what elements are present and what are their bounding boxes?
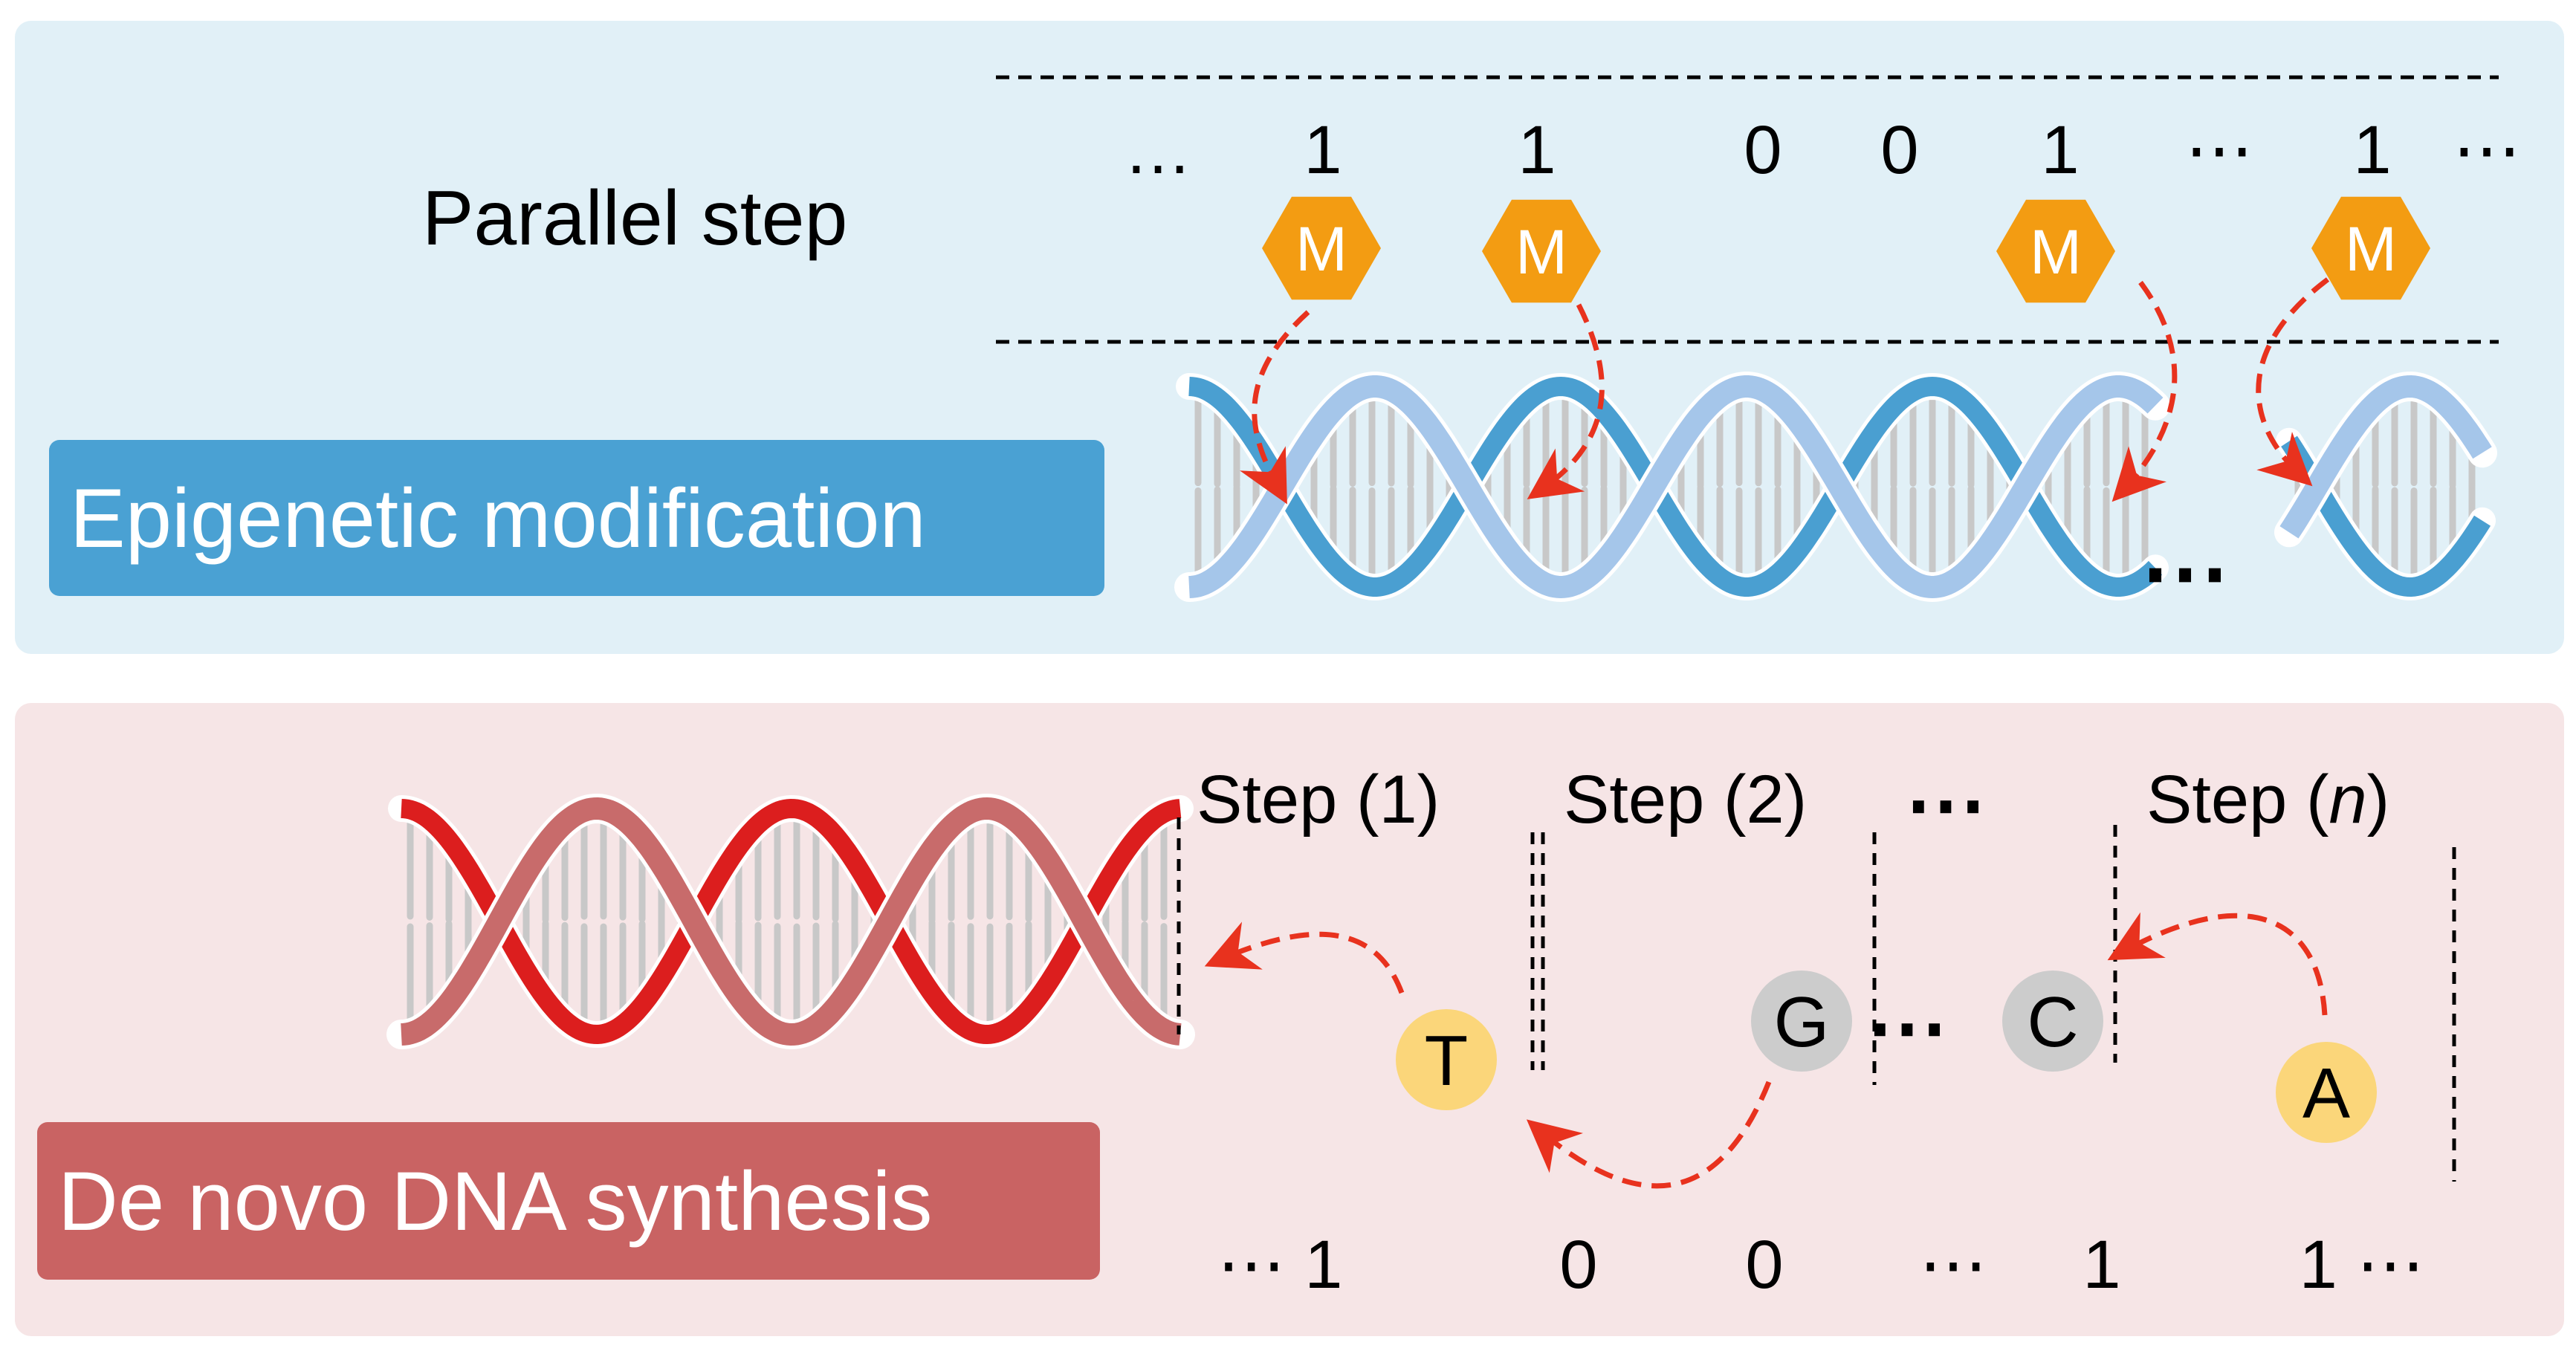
dna-helix-icon bbox=[386, 793, 1195, 1050]
nucleotide-circle-icon: G bbox=[1751, 971, 1852, 1072]
curved-arrow-icon bbox=[1527, 303, 1605, 499]
top-bit: 1 bbox=[1518, 112, 1556, 188]
curved-arrows bbox=[1204, 277, 2330, 1189]
nucleotide-circle-icon: T bbox=[1396, 1009, 1497, 1110]
helix-strand bbox=[1188, 375, 2164, 599]
methyl-hexagon-icon: M bbox=[1262, 196, 1381, 300]
helix-continuation-ellipsis: ⋯ bbox=[2140, 522, 2230, 622]
bottom-bit: 1 ⋯ bbox=[2299, 1227, 2425, 1303]
methyl-hexagon-shape bbox=[2311, 196, 2430, 300]
methyl-hexagon-icon: M bbox=[1996, 199, 2115, 303]
top-bit: ⋯ bbox=[2185, 112, 2253, 188]
step-n-prefix: Step ( bbox=[2146, 762, 2329, 838]
step-n-variable: n bbox=[2329, 762, 2367, 838]
top-bit: 1 bbox=[1304, 112, 1342, 188]
top-bit: … bbox=[1124, 112, 1192, 188]
nucleotide-letter: G bbox=[1774, 982, 1830, 1062]
step-1-label: Step (1) bbox=[1197, 762, 1440, 838]
methyl-hexagon-shape bbox=[1996, 199, 2115, 303]
methyl-letter: M bbox=[1295, 214, 1347, 284]
helix-strand bbox=[401, 798, 1182, 1045]
step-n-suffix: ) bbox=[2366, 762, 2390, 838]
bottom-bit: ⋯ 1 bbox=[1217, 1227, 1343, 1303]
bottom-bit: 0 bbox=[1745, 1227, 1784, 1303]
nucleotide-circle-icon: A bbox=[2276, 1042, 2377, 1143]
nucleotide-letter: C bbox=[2027, 982, 2078, 1062]
helix-strand bbox=[401, 797, 1182, 1046]
methyl-hexagon-shape bbox=[1262, 196, 1381, 300]
methyl-hexagon-icon: M bbox=[1482, 199, 1601, 303]
methyl-hexagon-icon: M bbox=[2311, 196, 2430, 300]
methyl-hexagon-shape bbox=[1482, 199, 1601, 303]
top-bit: 1 bbox=[2353, 112, 2392, 188]
nucleotide-circle bbox=[1396, 1009, 1497, 1110]
curved-arrow-icon bbox=[1204, 921, 1405, 994]
nucleotide-letter: T bbox=[1425, 1021, 1469, 1101]
nucleotide-letter: A bbox=[2302, 1054, 2350, 1133]
denovo-synthesis-label: De novo DNA synthesis bbox=[37, 1122, 1100, 1280]
top-bit: 0 bbox=[1880, 112, 1919, 188]
methyl-letter: M bbox=[1515, 217, 1567, 287]
curved-arrow-icon bbox=[2256, 277, 2330, 487]
epigenetic-modification-label: Epigenetic modification bbox=[49, 440, 1104, 596]
nucleotide-ellipsis: ⋯ bbox=[1866, 982, 1948, 1073]
bottom-bit: 1 bbox=[2083, 1227, 2121, 1303]
dna-helix-icon bbox=[1174, 371, 2497, 603]
parallel-step-dashed-lines bbox=[996, 75, 2499, 344]
methyl-letter: M bbox=[2345, 214, 2397, 284]
nucleotide-circle-icon: C bbox=[2002, 971, 2103, 1072]
top-bit: 1 bbox=[2041, 112, 2080, 188]
curved-arrow-icon bbox=[2111, 280, 2178, 502]
methyl-letter: M bbox=[2030, 217, 2082, 287]
steps-ellipsis: ⋯ bbox=[1905, 759, 1987, 850]
curved-arrow-icon bbox=[1240, 310, 1310, 505]
step-n-label: Step (n) bbox=[2146, 765, 2389, 834]
nucleotide-circle bbox=[2276, 1042, 2377, 1143]
helix-strand bbox=[1188, 376, 2163, 597]
helix-strand-outline bbox=[388, 794, 1194, 1049]
curved-arrow-icon bbox=[2107, 912, 2328, 1016]
step-dividers bbox=[1177, 817, 2456, 1182]
denovo-synthesis-text: De novo DNA synthesis bbox=[58, 1154, 933, 1248]
top-bit: ⋯ bbox=[2453, 112, 2521, 188]
step-2-label: Step (2) bbox=[1564, 762, 1808, 838]
top-bit: 0 bbox=[1744, 112, 1782, 188]
epigenetic-modification-text: Epigenetic modification bbox=[70, 471, 926, 565]
bottom-bit: ⋯ bbox=[1919, 1227, 1987, 1303]
bottom-bit: 0 bbox=[1559, 1227, 1598, 1303]
nucleotide-circle bbox=[1751, 971, 1852, 1072]
curved-arrow-icon bbox=[1526, 1081, 1772, 1189]
parallel-step-title: Parallel step bbox=[422, 175, 848, 262]
helix-strand-outline bbox=[386, 793, 1195, 1050]
helix-strand bbox=[2279, 375, 2492, 539]
nucleotide-circle bbox=[2002, 971, 2103, 1072]
